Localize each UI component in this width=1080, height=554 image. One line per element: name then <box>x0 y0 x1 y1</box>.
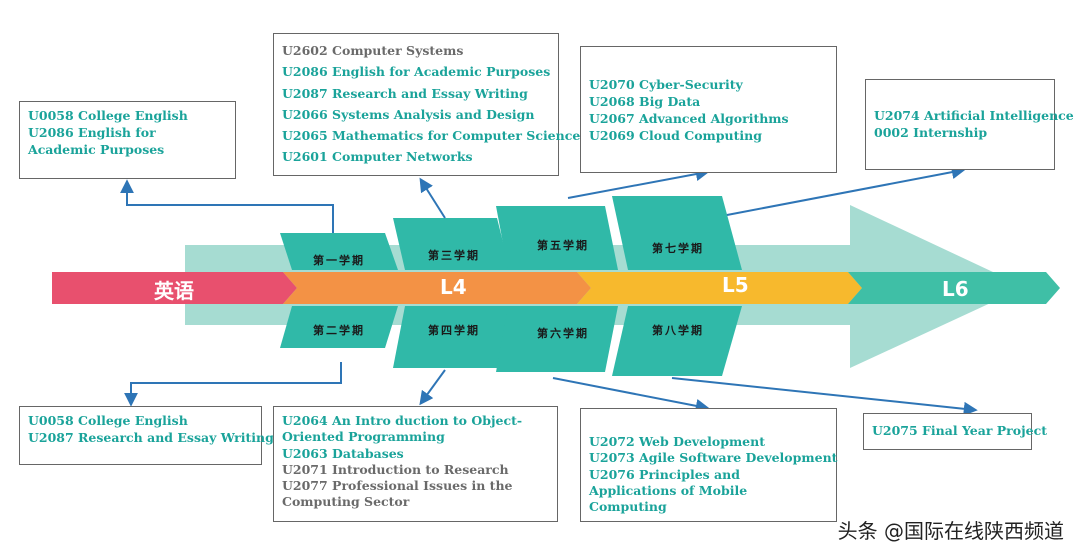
course-item: U2065 Mathematics for Computer Science <box>282 128 581 143</box>
course-item: U2077 Professional Issues in the Computi… <box>282 478 513 510</box>
course-item: U2071 Introduction to Research <box>282 461 509 477</box>
stage-label-english: 英语 <box>154 279 194 303</box>
semester-shape-5 <box>496 206 618 270</box>
semester-label-1: 第一学期 <box>313 254 365 267</box>
semester-label-6: 第六学期 <box>537 327 589 340</box>
connector-s3 <box>419 177 446 219</box>
course-item: U2087 Research and Essay Writing <box>28 429 274 445</box>
semester-label-5: 第五学期 <box>537 239 589 252</box>
course-item: U2087 Research and Essay Writing <box>282 85 528 101</box>
course-item: U0058 College English <box>28 413 188 428</box>
semester-shape-6 <box>496 306 618 372</box>
course-item: U2064 An Intro duction to Object-Oriente… <box>282 413 523 445</box>
course-item: 0002 Internship <box>874 124 988 140</box>
course-item: U2074 Artificial Intelligence <box>874 108 1074 123</box>
connector-s6 <box>552 377 710 413</box>
course-item: U2086 English for Academic Purposes <box>28 124 165 157</box>
semester-shape-7 <box>612 196 742 270</box>
stage-band-l5 <box>577 272 862 304</box>
connector-s4 <box>419 369 446 406</box>
course-item: U2066 Systems Analysis and Design <box>282 106 535 122</box>
semester-label-7: 第七学期 <box>652 242 704 255</box>
connector-s1 <box>120 179 334 233</box>
course-box-semester-5: U2070 Cyber-Security U2068 Big Data U206… <box>580 46 837 173</box>
connector-s5 <box>567 167 710 199</box>
course-item: U0058 College English <box>28 108 188 123</box>
course-box-semester-3: U2602 Computer Systems U2086 English for… <box>273 33 581 176</box>
stage-label-l4: L4 <box>440 275 467 299</box>
stage-band-l6 <box>848 272 1060 304</box>
semester-shape-8 <box>612 306 742 376</box>
course-item: U2073 Agile Software Development <box>589 450 838 466</box>
semester-label-8: 第八学期 <box>652 324 704 337</box>
course-item: U2086 English for Academic Purposes <box>282 64 551 80</box>
connector-s7 <box>726 165 966 216</box>
connector-s2 <box>124 362 342 407</box>
course-item: U2069 Cloud Computing <box>589 127 762 143</box>
stage-band-l4 <box>283 272 591 304</box>
course-box-semester-2: U0058 College English U2087 Research and… <box>19 406 274 465</box>
stage-label-l6: L6 <box>942 277 969 301</box>
course-item: U2072 Web Development <box>589 434 765 449</box>
course-item: U2601 Computer Networks <box>282 149 473 165</box>
semester-shape-1 <box>280 233 398 270</box>
stage-band-english <box>52 272 297 304</box>
course-box-semester-8: U2075 Final Year Project <box>863 413 1047 450</box>
course-item: U2068 Big Data <box>589 93 701 109</box>
semester-label-4: 第四学期 <box>428 324 480 337</box>
course-item: U2070 Cyber-Security <box>589 77 743 92</box>
semester-label-3: 第三学期 <box>428 249 480 262</box>
course-box-semester-6: U2072 Web Development U2073 Agile Softwa… <box>580 408 837 522</box>
stage-label-l5: L5 <box>722 273 749 297</box>
course-item: U2075 Final Year Project <box>872 423 1047 438</box>
course-item: U2076 Principles and Applications of Mob… <box>589 466 748 515</box>
semester-shape-4 <box>393 306 510 368</box>
course-box-semester-4: U2064 An Intro duction to Object-Oriente… <box>273 406 558 522</box>
semester-shape-2 <box>280 306 398 348</box>
course-box-semester-7: U2074 Artificial Intelligence 0002 Inter… <box>865 79 1074 170</box>
watermark: 头条 @国际在线陕西频道 <box>837 519 1064 543</box>
connector-s8 <box>671 377 978 416</box>
course-box-semester-1: U0058 College English U2086 English for … <box>19 101 236 179</box>
course-item: U2602 Computer Systems <box>282 43 464 58</box>
semester-shape-3 <box>393 218 510 270</box>
course-item: U2063 Databases <box>282 445 404 461</box>
course-item: U2067 Advanced Algorithms <box>589 110 789 126</box>
semester-label-2: 第二学期 <box>313 324 365 337</box>
